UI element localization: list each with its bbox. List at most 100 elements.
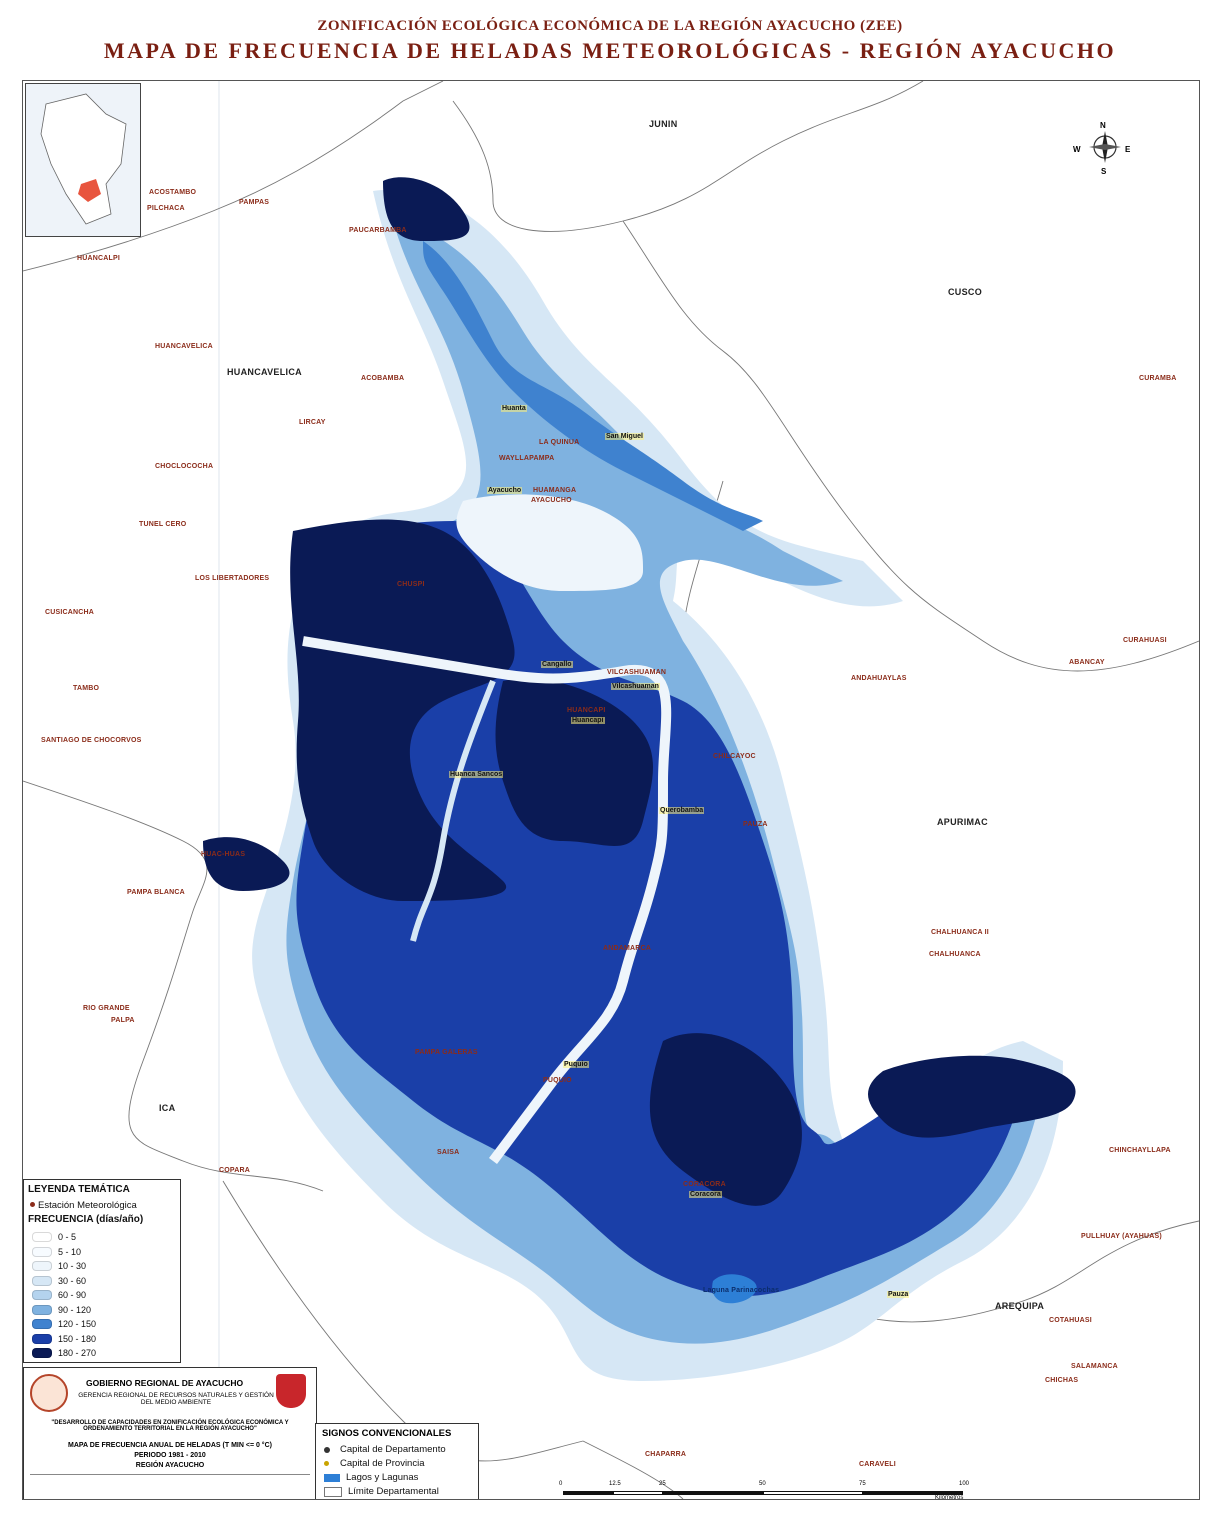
station-pampa-blanca: PAMPA BLANCA: [127, 889, 185, 896]
legend-class-label: 90 - 120: [58, 1304, 92, 1315]
station-acobamba: ACOBAMBA: [361, 375, 405, 382]
zone-180-270-b: [495, 678, 653, 846]
legend-class-label: 5 - 10: [58, 1246, 82, 1257]
legend-swatch: [32, 1246, 52, 1257]
legend-class-row: 5 - 10: [32, 1245, 81, 1259]
sign-lakes: Lagos y Lagunas: [324, 1472, 418, 1483]
sign-lakes-label: Lagos y Lagunas: [346, 1472, 419, 1483]
station-huamanga: HUAMANGA: [533, 487, 577, 494]
station-los-libertadores: LOS LIBERTADORES: [195, 575, 270, 582]
map-canvas[interactable]: [23, 81, 1199, 1499]
station-puquio: PUQUIO: [543, 1077, 572, 1084]
station-pampa-galeras: PAMPA GALERAS: [415, 1049, 478, 1056]
institution-office: GERENCIA REGIONAL DE RECURSOS NATURALES …: [78, 1392, 274, 1406]
station-la-quinua: LA QUINUA: [539, 439, 580, 446]
zone-180-270-e: [383, 177, 470, 241]
zone-180-270: [290, 519, 515, 901]
legend-station: Estación Meteorológica: [38, 1200, 137, 1211]
regional-seal-icon: [30, 1374, 68, 1412]
legend-class-row: 0 - 5: [32, 1230, 76, 1244]
zone-180-270-f: [203, 837, 290, 891]
station-curamba: CURAMBA: [1139, 375, 1177, 382]
station-curahuasi: CURAHUASI: [1123, 637, 1167, 644]
station-vilcashuaman: VILCASHUAMAN: [607, 669, 667, 676]
scale-segment: [663, 1491, 763, 1495]
zone-10-30-valley: [456, 494, 643, 591]
station-saisa: SAISA: [437, 1149, 460, 1156]
station-tambo: TAMBO: [73, 685, 100, 692]
scale-segment: [763, 1491, 863, 1495]
dept-junin: JUNIN: [649, 119, 678, 129]
map-frame[interactable]: N S E W JUNIN CUSCO HUANCAVELICA APURIMA…: [22, 80, 1200, 1500]
legend-class-row: 30 - 60: [32, 1274, 86, 1288]
scale-tick-label: 0: [559, 1481, 563, 1487]
compass-n: N: [1100, 121, 1106, 130]
scale-tick-label: 100: [959, 1481, 970, 1487]
sign-limit-label: Límite Departamental: [348, 1486, 439, 1497]
station-salamanca: SALAMANCA: [1071, 1363, 1118, 1370]
legend-freq-title: FRECUENCIA (días/año): [28, 1214, 144, 1225]
legend-swatch: [32, 1333, 52, 1344]
legend-swatch: [32, 1275, 52, 1286]
legend-class-label: 60 - 90: [58, 1290, 87, 1300]
signs-title: SIGNOS CONVENCIONALES: [322, 1428, 452, 1439]
legend-swatch: [32, 1348, 52, 1358]
station-wayllapampa: WAYLLAPAMPA: [499, 455, 555, 462]
sign-prov-capital-label: Capital de Provincia: [340, 1458, 425, 1469]
legend-swatch: [32, 1232, 52, 1242]
legend-class-label: 150 - 180: [58, 1333, 97, 1344]
dept-huancavelica: HUANCAVELICA: [227, 367, 302, 377]
station-copara: COPARA: [219, 1167, 251, 1174]
scale-segment: [563, 1491, 613, 1495]
legend-class-label: 180 - 270: [58, 1348, 97, 1358]
station-chaparra: CHAPARRA: [645, 1451, 687, 1458]
station-andamarca: ANDAMARCA: [603, 945, 652, 952]
legend-class-row: 120 - 150: [32, 1317, 96, 1331]
legend-swatch: [32, 1290, 52, 1300]
station-ayacucho: AYACUCHO: [531, 497, 572, 504]
station-chuspi: CHUSPI: [397, 581, 425, 588]
station-huancapi: HUANCAPI: [567, 707, 606, 714]
zone-180-270-d: [868, 1055, 1076, 1138]
legend-class-row: 60 - 90: [32, 1288, 86, 1302]
institution-region: REGIÓN AYACUCHO: [135, 1462, 205, 1469]
dept-arequipa: AREQUIPA: [995, 1301, 1045, 1311]
legend-class-label: 0 - 5: [58, 1232, 77, 1242]
station-chalhuanca: CHALHUANCA: [929, 951, 981, 958]
zone-10-30-river-2: [410, 679, 496, 942]
lake-parinacochas: [712, 1274, 757, 1304]
capital-cangallo: Cangallo: [541, 661, 573, 668]
map-subtitle: ZONIFICACIÓN ECOLÓGICA ECONÓMICA DE LA R…: [317, 18, 903, 34]
conventional-signs: SIGNOS CONVENCIONALES Capital de Departa…: [315, 1423, 479, 1499]
station-pauza-st: PAUZA: [743, 821, 768, 828]
station-chilcayoc: CHILCAYOC: [713, 753, 756, 760]
legend-class-row: 90 - 120: [32, 1303, 91, 1317]
station-pilchaca: PILCHACA: [147, 205, 185, 212]
location-inset-map: [25, 83, 141, 237]
station-pampas: PAMPAS: [239, 199, 270, 206]
station-abancay: ABANCAY: [1069, 659, 1105, 666]
capital-huancapi: Huancapi: [571, 717, 605, 724]
prov-capital-icon: [324, 1461, 329, 1466]
station-huancavelica: HUANCAVELICA: [155, 343, 213, 350]
legend-class-row: 180 - 270: [32, 1346, 96, 1360]
station-tunel-cero: TUNEL CERO: [139, 521, 187, 528]
dept-ica: ICA: [159, 1103, 176, 1113]
sign-limit: Límite Departamental: [324, 1486, 439, 1497]
capital-ayacucho: Ayacucho: [487, 487, 523, 494]
station-rio-grande: RIO GRANDE: [83, 1005, 130, 1012]
scale-tick-label: 50: [759, 1481, 766, 1487]
dept-capital-icon: [324, 1446, 330, 1453]
institution-name: GOBIERNO REGIONAL DE AYACUCHO: [86, 1378, 244, 1388]
inset-peru-outline: [26, 84, 140, 236]
institution-block: GOBIERNO REGIONAL DE AYACUCHO GERENCIA R…: [23, 1367, 317, 1499]
legend-class-label: 10 - 30: [58, 1261, 87, 1271]
station-caraveli: CARAVELI: [859, 1461, 896, 1468]
capital-coracora: Coracora: [689, 1191, 722, 1198]
station-marker-icon: [30, 1202, 35, 1207]
station-choclococha: CHOCLOCOCHA: [155, 463, 214, 470]
compass-rose: [1085, 121, 1125, 171]
scale-segment: [863, 1491, 963, 1495]
